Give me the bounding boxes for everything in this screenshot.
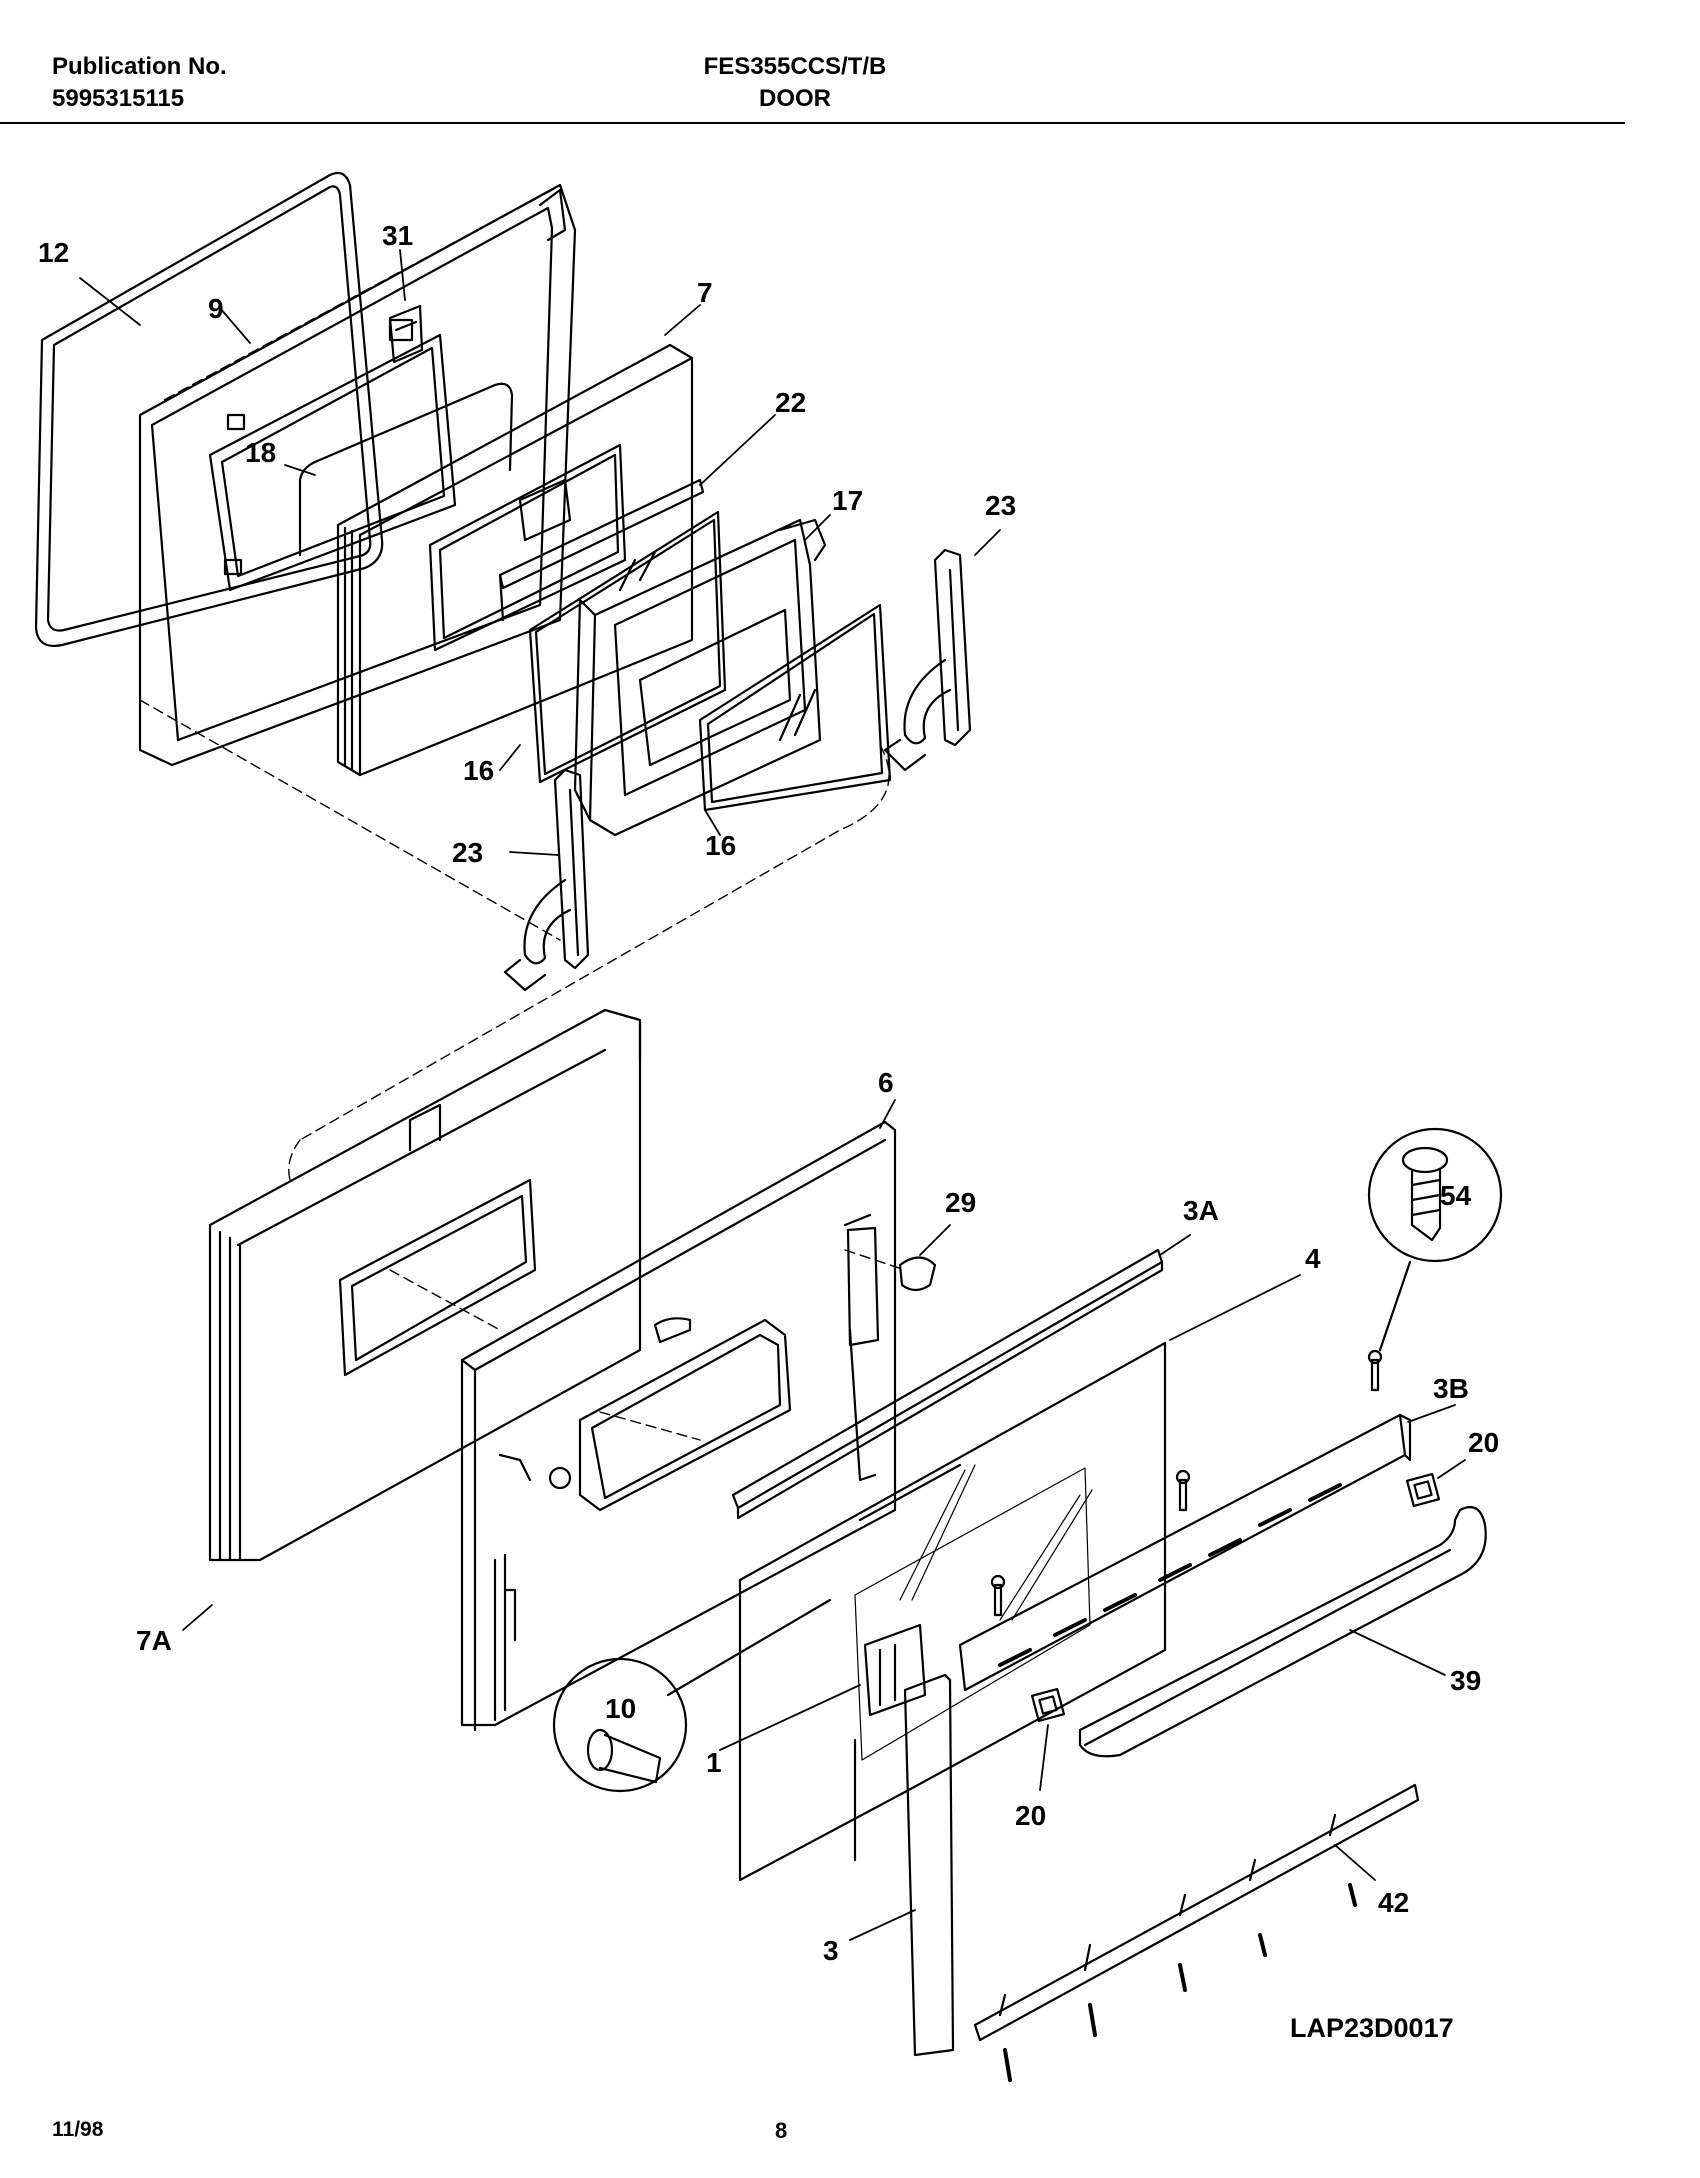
publication-label: Publication No.	[52, 53, 227, 80]
footer-date: 11/98	[52, 2118, 104, 2141]
callout-12: 12	[38, 237, 69, 268]
callout-18: 18	[245, 437, 276, 468]
callout-23a: 23	[985, 490, 1016, 521]
callout-7A: 7A	[136, 1625, 172, 1656]
inner-door-liner	[138, 183, 577, 767]
glass-retainer	[498, 478, 705, 622]
glass-frame	[573, 518, 827, 837]
callout-17: 17	[832, 485, 863, 516]
callout-3: 3	[823, 1935, 839, 1966]
kick-plate	[973, 1783, 1420, 2082]
callout-23b: 23	[452, 837, 483, 868]
callout-4: 4	[1305, 1243, 1321, 1274]
page-number: 8	[775, 2118, 788, 2143]
callout-39: 39	[1450, 1665, 1481, 1696]
drawing-code: LAP23D0017	[1290, 2013, 1454, 2043]
end-cap-right	[1405, 1472, 1441, 1508]
alignment-lines-lower	[389, 1249, 906, 1441]
hinge-bracket-lower	[863, 1623, 927, 1717]
bracket-31	[388, 304, 424, 364]
callout-42: 42	[1378, 1887, 1409, 1918]
callout-20a: 20	[1468, 1427, 1499, 1458]
callout-labels: 12 9 31 7 18 22 17 23 16 16 23 6 29 3A 4…	[38, 220, 1499, 1966]
trim-strip-top	[731, 1248, 1164, 1520]
callout-31: 31	[382, 220, 413, 251]
callout-3B: 3B	[1433, 1373, 1469, 1404]
end-cap-left	[1030, 1687, 1066, 1723]
outer-glass	[738, 1341, 1167, 1882]
glass-pane-front	[698, 603, 892, 812]
hinge-right	[883, 548, 972, 772]
callout-3A: 3A	[1183, 1195, 1219, 1226]
door-frame	[460, 1120, 897, 1732]
header-rule	[0, 122, 1625, 124]
door-handle	[1078, 1506, 1487, 1758]
callout-10: 10	[605, 1693, 636, 1724]
callout-29: 29	[945, 1187, 976, 1218]
callout-1: 1	[706, 1747, 722, 1778]
callout-20b: 20	[1015, 1800, 1046, 1831]
hinge-left	[503, 768, 590, 992]
callout-6: 6	[878, 1067, 894, 1098]
callout-16b: 16	[705, 830, 736, 861]
callout-16a: 16	[463, 755, 494, 786]
publication-number: 5995315115	[52, 85, 185, 112]
insulation-pad-upper	[336, 343, 694, 777]
trim-3b	[958, 1413, 1412, 1692]
screws	[990, 1349, 1383, 1617]
section-title: DOOR	[759, 85, 831, 112]
model-number: FES355CCS/T/B	[703, 53, 887, 80]
glass-pane-rear	[528, 510, 727, 784]
door-gasket	[34, 171, 384, 647]
side-trim	[903, 1673, 955, 2057]
door-bumper	[898, 1256, 937, 1292]
callout-9: 9	[208, 293, 224, 324]
wire-loop	[298, 382, 514, 557]
screw-detail-54	[1367, 1127, 1503, 1352]
callout-22: 22	[775, 387, 806, 418]
callout-7: 7	[697, 277, 713, 308]
leader-lines	[79, 249, 1466, 1941]
alignment-lines-upper	[139, 699, 890, 1181]
callout-54: 54	[1440, 1180, 1472, 1211]
insulation-pad-lower	[208, 1008, 642, 1562]
detail-circle-10	[552, 1598, 832, 1793]
